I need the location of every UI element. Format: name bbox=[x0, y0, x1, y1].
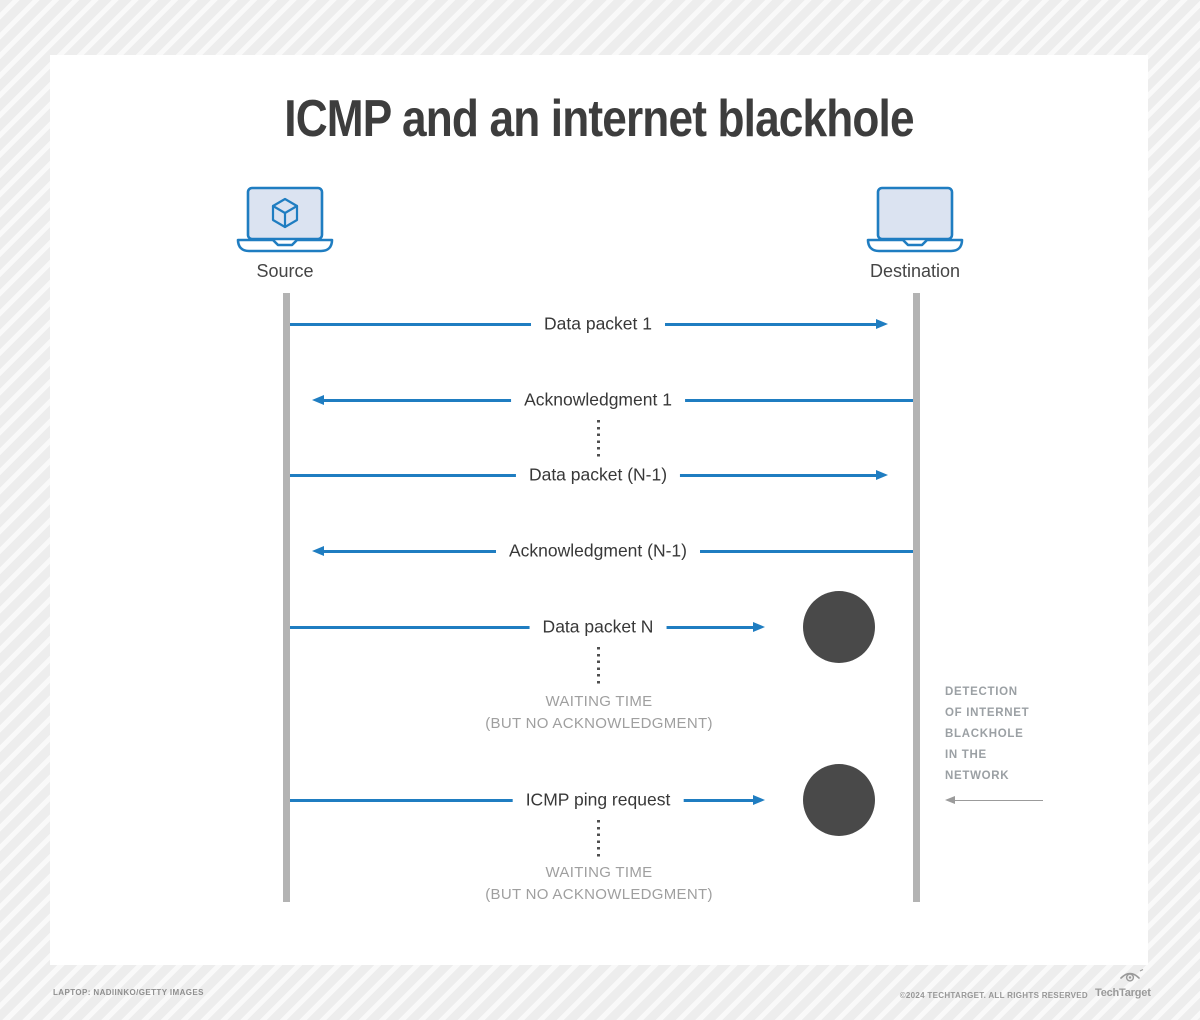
ellipsis-dotted-line bbox=[597, 647, 600, 685]
waiting-note-2: WAITING TIME (BUT NO ACKNOWLEDGMENT) bbox=[449, 862, 749, 905]
arrow-line bbox=[953, 799, 1043, 802]
copyright-text: ©2024 TECHTARGET. ALL RIGHTS RESERVED bbox=[899, 991, 1088, 1000]
message-acknowledgment-1: Acknowledgment 1 bbox=[312, 389, 913, 411]
source-label: Source bbox=[256, 261, 314, 281]
detection-line: BLACKHOLE bbox=[945, 728, 1024, 740]
message-label: Acknowledgment (N-1) bbox=[496, 540, 700, 562]
message-data-packet-1: Data packet 1 bbox=[290, 313, 888, 335]
message-data-packet-n-1: Data packet (N-1) bbox=[290, 464, 888, 486]
techtarget-logo: TechTarget bbox=[1095, 969, 1155, 1001]
waiting-line2: (BUT NO ACKNOWLEDGMENT) bbox=[485, 885, 713, 903]
message-acknowledgment-n-1: Acknowledgment (N-1) bbox=[312, 540, 913, 562]
cube-icon bbox=[271, 197, 299, 229]
image-credit: LAPTOP: NADIINKO/GETTY IMAGES bbox=[53, 988, 204, 997]
arrowhead-left-icon bbox=[945, 795, 955, 804]
arrowhead-right-icon bbox=[876, 318, 888, 329]
message-label: ICMP ping request bbox=[512, 789, 684, 811]
destination-laptop-icon bbox=[865, 185, 965, 255]
ellipsis-dotted-line bbox=[597, 420, 600, 458]
waiting-line1: WAITING TIME bbox=[545, 864, 653, 881]
arrowhead-left-icon bbox=[312, 394, 324, 405]
ellipsis-dotted-line bbox=[597, 820, 600, 857]
arrow-line bbox=[290, 625, 755, 629]
source-laptop-icon bbox=[235, 185, 335, 255]
message-label: Acknowledgment 1 bbox=[511, 389, 685, 411]
waiting-note-1: WAITING TIME (BUT NO ACKNOWLEDGMENT) bbox=[449, 691, 749, 734]
detection-line: IN THE bbox=[945, 749, 987, 761]
source-lifeline bbox=[283, 293, 290, 902]
page-title: ICMP and an internet blackhole bbox=[284, 90, 914, 148]
message-label: Data packet 1 bbox=[531, 313, 665, 335]
arrowhead-right-icon bbox=[753, 794, 765, 805]
blackhole-circle bbox=[803, 764, 875, 836]
laptop-icon bbox=[866, 186, 964, 253]
detection-line: DETECTION bbox=[945, 686, 1018, 698]
arrowhead-right-icon bbox=[876, 469, 888, 480]
arrowhead-right-icon bbox=[753, 621, 765, 632]
detection-arrow bbox=[945, 793, 1043, 807]
message-label: Data packet (N-1) bbox=[515, 464, 681, 486]
destination-lifeline bbox=[913, 293, 920, 902]
blackhole-circle bbox=[803, 591, 875, 663]
message-label: Data packet N bbox=[529, 616, 667, 638]
detection-line: NETWORK bbox=[945, 770, 1010, 782]
detection-annotation: DETECTION OF INTERNET BLACKHOLE IN THE N… bbox=[945, 682, 1075, 787]
arrowhead-left-icon bbox=[312, 545, 324, 556]
message-icmp-ping-request: ICMP ping request bbox=[290, 789, 765, 811]
diagram-panel: ICMP and an internet blackhole Source De… bbox=[50, 55, 1148, 965]
detection-line: OF INTERNET bbox=[945, 707, 1030, 719]
waiting-line1: WAITING TIME bbox=[545, 693, 653, 710]
laptop-icon bbox=[236, 186, 334, 253]
message-data-packet-n: Data packet N bbox=[290, 616, 765, 638]
waiting-line2: (BUT NO ACKNOWLEDGMENT) bbox=[485, 714, 713, 732]
brand-name: TechTarget bbox=[1095, 987, 1151, 999]
destination-label: Destination bbox=[869, 261, 961, 281]
eye-icon bbox=[1120, 969, 1144, 982]
